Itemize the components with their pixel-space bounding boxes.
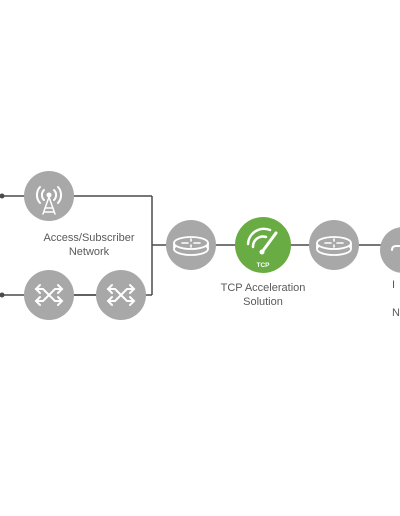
router-icon [316, 236, 352, 256]
switch-right-node [96, 270, 146, 320]
access-tower-node [24, 171, 74, 221]
access-network-label-line2: Network [68, 246, 110, 258]
switch-icon [106, 284, 136, 306]
endpoint-dot-top [0, 193, 5, 199]
cloud-icon [391, 245, 400, 251]
router-left-node [166, 220, 216, 270]
internet-label-line1: I [392, 279, 396, 291]
tcp-acceleration-label: TCP Acceleration Solution [208, 281, 318, 309]
internet-node [380, 227, 400, 273]
router-right-node [309, 220, 359, 270]
wireless-tower-icon [36, 186, 62, 215]
speedometer-icon [246, 227, 278, 255]
endpoint-dot-bottom [0, 292, 5, 298]
switch-icon [34, 284, 64, 306]
tcp-acceleration-label-line1: TCP Acceleration [220, 282, 306, 294]
access-network-label: Access/Subscriber Network [30, 231, 148, 259]
tcp-badge: TCP [257, 262, 271, 269]
internet-label-line2: N [392, 307, 400, 319]
switch-left-node [24, 270, 74, 320]
tcp-acceleration-node: TCP [235, 217, 291, 273]
access-network-label-line1: Access/Subscriber [43, 232, 135, 244]
router-icon [173, 236, 209, 256]
tcp-acceleration-label-line2: Solution [243, 296, 283, 308]
